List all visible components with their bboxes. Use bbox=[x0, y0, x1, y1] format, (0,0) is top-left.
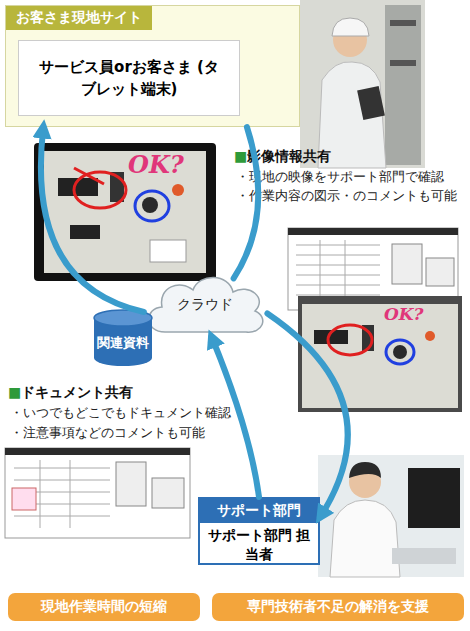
screenshot-bar bbox=[288, 228, 458, 235]
screenshot-grid bbox=[296, 240, 380, 300]
node-text: クラウド bbox=[140, 270, 270, 340]
screenshot-popup bbox=[426, 258, 454, 286]
bullet-text: ・現地の映像をサポート部門で確認 bbox=[236, 169, 444, 186]
tablet bbox=[357, 86, 385, 120]
screenshot-note bbox=[12, 488, 36, 510]
node-text: 専門技術者不足の解消を支援 bbox=[247, 598, 429, 616]
knob bbox=[393, 345, 407, 359]
bullet-text: ・注意事項などのコメントも可能 bbox=[10, 425, 205, 442]
screenshot-bar bbox=[5, 448, 190, 455]
flow-arrow bbox=[41, 127, 144, 312]
benefit-box: 専門技術者不足の解消を支援 bbox=[212, 593, 464, 621]
screenshot-popup bbox=[392, 244, 422, 284]
red-mark bbox=[328, 325, 372, 355]
support-photo bbox=[318, 455, 464, 577]
tablet-frame bbox=[34, 143, 216, 281]
red-arrow bbox=[74, 168, 104, 184]
annotation-text: OK? bbox=[128, 150, 184, 179]
staff-body bbox=[330, 500, 400, 577]
screenshot-popup bbox=[152, 478, 184, 508]
bullet-text: ・作業内容の図示・のコメントも可能 bbox=[236, 188, 457, 205]
node-heading: お客さま現地サイト bbox=[6, 6, 152, 30]
support-box: サポート部門サポート部門 担当者 bbox=[198, 497, 320, 565]
cabinet-part bbox=[390, 60, 416, 66]
keyboard bbox=[392, 548, 456, 564]
database-cylinder: 関連資料 bbox=[92, 308, 154, 368]
red-mark bbox=[74, 172, 126, 208]
knob bbox=[142, 197, 158, 213]
worker-cap bbox=[332, 18, 369, 36]
node-text: サービス員orお客さま (タブレット端末) bbox=[18, 40, 240, 116]
label-plate bbox=[150, 240, 186, 262]
panel-image bbox=[302, 304, 458, 408]
lamp bbox=[172, 184, 184, 196]
node-heading: サポート部門 bbox=[200, 499, 318, 523]
cabinet-part bbox=[390, 20, 416, 26]
flow-arrow bbox=[267, 313, 347, 517]
lamp bbox=[425, 331, 435, 341]
site-box: お客さま現地サイトサービス員orお客さま (タブレット端末) bbox=[5, 5, 300, 127]
node-text: サポート部門 担当者 bbox=[200, 523, 318, 567]
node-text: 関連資料 bbox=[92, 308, 154, 368]
blue-mark bbox=[135, 191, 169, 221]
panel-image bbox=[44, 151, 206, 273]
screenshot bbox=[5, 448, 190, 538]
tablet-frame bbox=[298, 296, 462, 412]
bullet-text: ・いつでもどこでもドキュメント確認 bbox=[10, 405, 231, 422]
switch bbox=[70, 225, 100, 239]
benefit-box: 現地作業時間の短縮 bbox=[8, 593, 200, 621]
cloud-shape: クラウド bbox=[140, 270, 270, 340]
blue-mark bbox=[386, 340, 414, 364]
screenshot-popup bbox=[116, 462, 146, 506]
flow-arrow bbox=[234, 127, 259, 278]
worker-photo bbox=[300, 0, 425, 168]
cabinet bbox=[385, 5, 421, 165]
monitor bbox=[408, 468, 460, 528]
annotation-text: OK? bbox=[384, 304, 424, 324]
section-heading: ■影像情報共有 bbox=[234, 148, 331, 166]
flow-arrow bbox=[212, 337, 260, 498]
node-text: 現地作業時間の短縮 bbox=[41, 598, 167, 616]
section-heading: ■ドキュメント共有 bbox=[8, 384, 133, 402]
staff-hair bbox=[349, 462, 381, 478]
